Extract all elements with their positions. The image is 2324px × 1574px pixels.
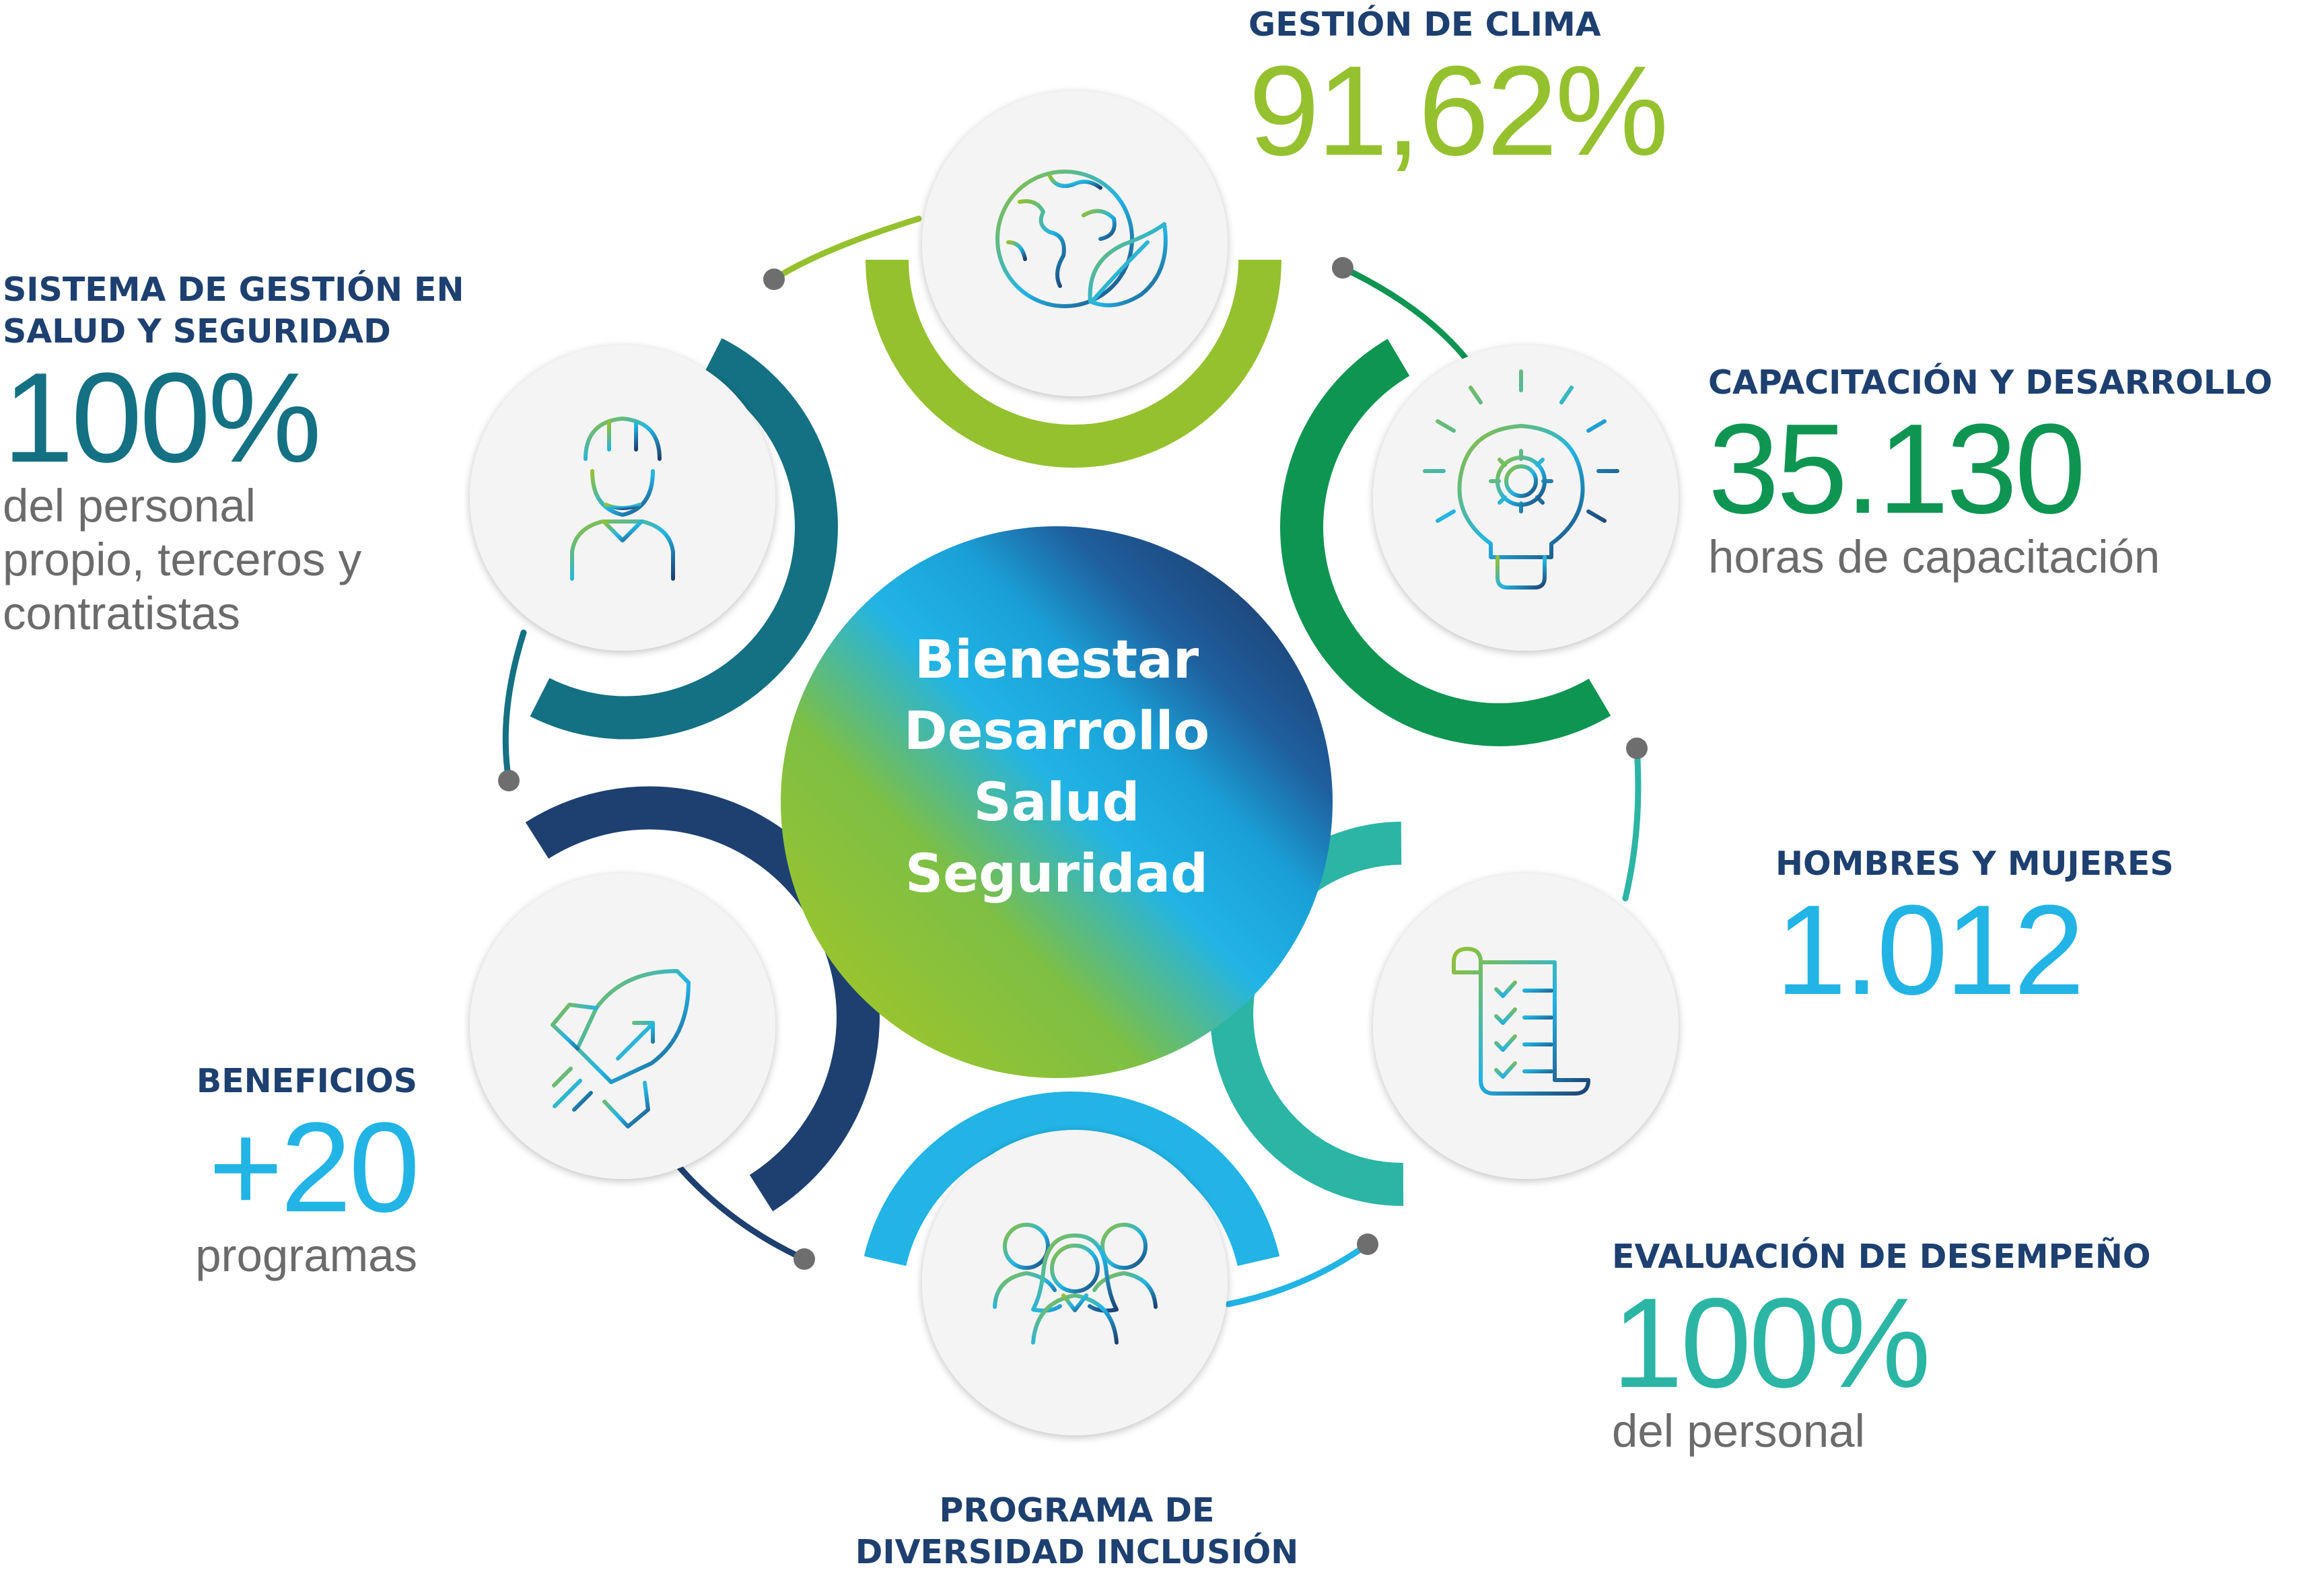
connector-clima-sistema bbox=[771, 215, 922, 283]
center-labels: Bienestar Desarrollo Salud Seguridad bbox=[904, 630, 1209, 904]
lightbulb-gear-icon bbox=[1423, 369, 1619, 589]
stat-value: 100% bbox=[1612, 1272, 1931, 1415]
stat-title-line-1: SISTEMA DE GESTIÓN EN bbox=[3, 271, 464, 309]
arc-diversidad bbox=[864, 1092, 1280, 1266]
stat-title: CAPACITACIÓN Y DESARROLLO bbox=[1708, 363, 2273, 402]
people-group-icon bbox=[993, 1223, 1158, 1345]
stat-description: del personal propio, terceros y contrati… bbox=[3, 479, 464, 641]
connector-diversidad-beneficios bbox=[676, 1164, 808, 1262]
stat-description-line-1: del personal bbox=[3, 480, 256, 532]
icon-circle-diversidad bbox=[922, 1130, 1228, 1435]
stat-description-line-3: contratistas bbox=[3, 587, 240, 639]
icon-circle-hombres bbox=[1373, 873, 1679, 1179]
dot-left bbox=[498, 770, 520, 791]
dot-upper-left bbox=[763, 269, 785, 290]
stat-diversidad-inclusion: PROGRAMA DE DIVERSIDAD INCLUSIÓN bbox=[774, 1490, 1380, 1573]
center-label-bienestar: Bienestar bbox=[915, 630, 1199, 690]
stat-title: GESTIÓN DE CLIMA bbox=[1248, 5, 1601, 44]
stat-description-line-2: propio, terceros y bbox=[3, 534, 362, 585]
globe-leaf-icon bbox=[995, 170, 1168, 308]
worker-helmet-icon bbox=[570, 417, 675, 581]
dot-lower-right bbox=[1357, 1233, 1378, 1255]
connector-clima-capacitacion bbox=[1339, 264, 1471, 363]
icon-circle-sistema bbox=[470, 345, 775, 651]
stat-title-line-1: PROGRAMA DE bbox=[939, 1491, 1215, 1530]
icon-circle-beneficios bbox=[470, 873, 775, 1179]
icon-circle-clima bbox=[922, 91, 1228, 396]
center-circle bbox=[781, 526, 1333, 1078]
dot-lower-left bbox=[794, 1248, 815, 1270]
stat-sistema-gestion-salud-seguridad: SISTEMA DE GESTIÓN EN SALUD Y SEGURIDAD … bbox=[3, 269, 464, 641]
connector-lines bbox=[502, 215, 1642, 1308]
stat-value: 100% bbox=[3, 347, 322, 489]
stat-title-line-2: SALUD Y SEGURIDAD bbox=[3, 312, 391, 351]
dot-right bbox=[1626, 738, 1648, 759]
stat-description: programas bbox=[195, 1229, 417, 1281]
dot-upper-right bbox=[1332, 257, 1353, 279]
icon-circle-capacitacion bbox=[1373, 345, 1679, 651]
stat-evaluacion-desempeno: EVALUACIÓN DE DESEMPEÑO 100% del persona… bbox=[1612, 1236, 2151, 1458]
arc-capacitacion bbox=[1280, 338, 1611, 746]
connector-capacitacion-hombres bbox=[1622, 745, 1642, 902]
stat-hombres-mujeres: HOMBRES Y MUJERES 1.012 bbox=[1775, 843, 2174, 1014]
center-label-salud: Salud bbox=[974, 773, 1140, 833]
arc-clima bbox=[866, 259, 1281, 468]
stat-title: BENEFICIOS bbox=[196, 1062, 417, 1100]
stat-value: +20 bbox=[208, 1096, 420, 1239]
stat-title-line-2: DIVERSIDAD INCLUSIÓN bbox=[855, 1533, 1299, 1571]
stat-capacitacion-desarrollo: CAPACITACIÓN Y DESARROLLO 35.130 horas d… bbox=[1708, 362, 2272, 584]
stat-title: HOMBRES Y MUJERES bbox=[1775, 845, 2174, 883]
checklist-scroll-icon bbox=[1452, 947, 1590, 1096]
connector-hombres-evaluacion bbox=[1225, 1241, 1371, 1308]
rocket-icon bbox=[551, 969, 691, 1129]
center-label-seguridad: Seguridad bbox=[905, 844, 1208, 904]
stat-beneficios: BENEFICIOS +20 programas bbox=[135, 1061, 420, 1283]
stat-value: 35.130 bbox=[1708, 398, 2086, 540]
stat-gestion-clima: GESTIÓN DE CLIMA 91,62% bbox=[1248, 4, 1668, 182]
icon-circles bbox=[470, 91, 1679, 1435]
connector-dots bbox=[498, 257, 1648, 1270]
stat-value: 91,62% bbox=[1248, 40, 1668, 182]
arc-sistema bbox=[530, 338, 839, 740]
stat-title: EVALUACIÓN DE DESEMPEÑO bbox=[1612, 1238, 2151, 1276]
stat-description: del personal bbox=[1612, 1405, 1865, 1457]
stat-value: 1.012 bbox=[1775, 879, 2084, 1022]
connector-beneficios-sistema bbox=[502, 629, 527, 784]
stat-description: horas de capacitación bbox=[1708, 531, 2160, 583]
center-label-desarrollo: Desarrollo bbox=[904, 701, 1209, 762]
